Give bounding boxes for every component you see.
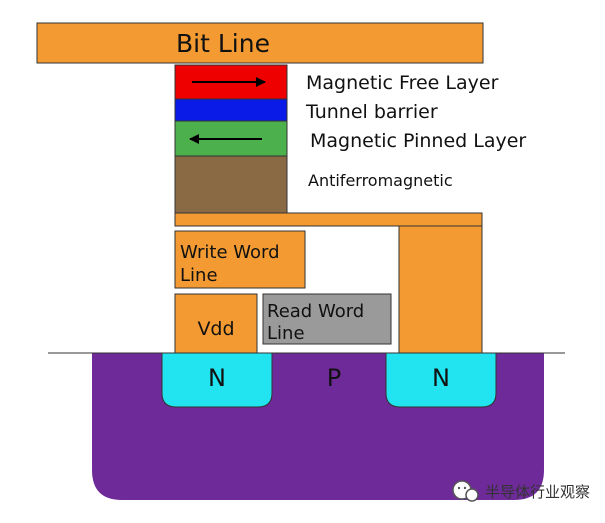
- watermark: 半导体行业观察: [452, 480, 590, 502]
- n-right-label: N: [432, 364, 450, 392]
- tunnel-barrier: [174, 98, 288, 122]
- p-label: P: [327, 364, 341, 392]
- vdd-contact: Vdd: [174, 293, 258, 354]
- read-word-line: Read Word Line: [262, 293, 392, 345]
- read-word-line-label-2: Line: [267, 323, 305, 344]
- write-word-line: Write Word Line: [174, 230, 306, 289]
- antiferromagnetic-label: Antiferromagnetic: [308, 171, 453, 190]
- write-word-line-label-2: Line: [180, 265, 218, 286]
- n-region-right: [385, 352, 497, 408]
- bit-line: Bit Line: [36, 22, 484, 64]
- wechat-icon: [452, 480, 479, 502]
- watermark-text: 半导体行业观察: [485, 483, 590, 501]
- n-left-label: N: [208, 364, 226, 392]
- drain-contact-pillar: [398, 225, 483, 354]
- write-word-line-label-1: Write Word: [180, 242, 280, 263]
- tunnel-barrier-label: Tunnel barrier: [305, 101, 438, 123]
- vdd-label: Vdd: [197, 318, 234, 340]
- free-layer-label: Magnetic Free Layer: [306, 72, 499, 94]
- p-substrate: N N P: [48, 352, 565, 500]
- bottom-electrode: [174, 212, 483, 354]
- pinned-layer-label: Magnetic Pinned Layer: [310, 130, 526, 152]
- read-word-line-label-1: Read Word: [267, 301, 364, 322]
- n-region-left: [161, 352, 273, 408]
- bit-line-label: Bit Line: [176, 29, 270, 58]
- antiferromagnetic-layer: [174, 155, 288, 214]
- mtj-stack: [174, 64, 288, 214]
